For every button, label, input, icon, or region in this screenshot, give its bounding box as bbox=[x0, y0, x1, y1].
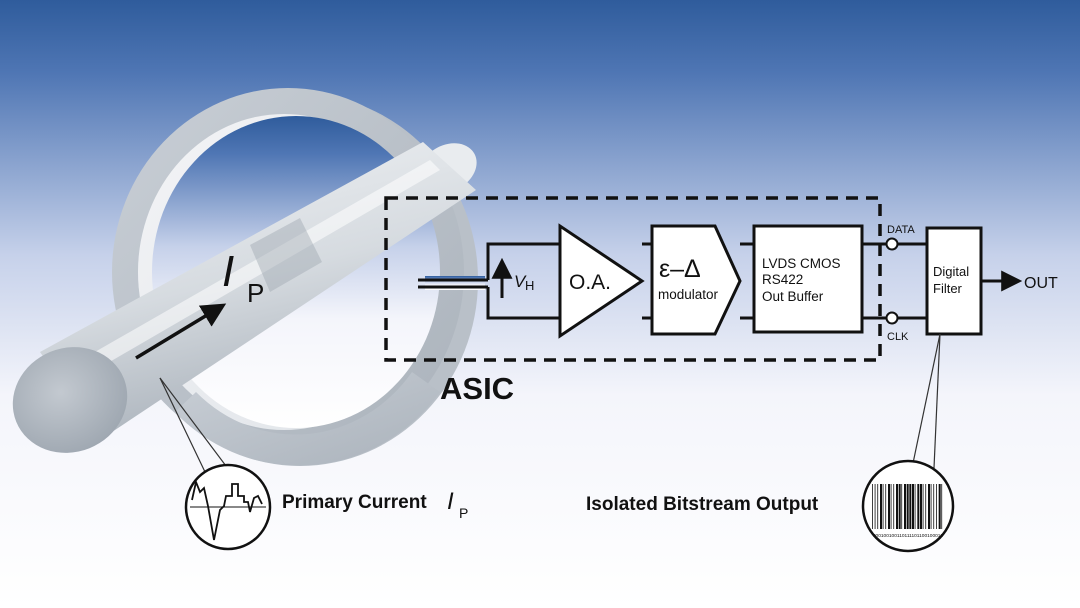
data-terminal bbox=[885, 237, 899, 251]
data-signal-label: DATA bbox=[887, 224, 915, 236]
output-label: OUT bbox=[1024, 275, 1058, 292]
op-amp-block bbox=[558, 223, 645, 339]
primary-conductor-rod: I P bbox=[12, 142, 477, 453]
bitstream-bar bbox=[901, 484, 903, 529]
op-amp-label: O.A. bbox=[569, 271, 611, 294]
bitstream-bar bbox=[936, 484, 937, 529]
bitstream-bar bbox=[890, 484, 892, 529]
buffer-line-1: LVDS CMOS bbox=[762, 256, 841, 271]
bitstream-bar bbox=[941, 484, 943, 529]
buffer-line-3: Out Buffer bbox=[762, 289, 824, 304]
ring-front-segment bbox=[175, 372, 440, 466]
digital-filter-block bbox=[925, 226, 983, 336]
primary-current-caption-subscript: P bbox=[459, 505, 468, 521]
asic-label: ASIC bbox=[440, 371, 514, 406]
bitstream-bar bbox=[906, 484, 909, 529]
bitstream-bar bbox=[898, 484, 901, 529]
bitstream-bar bbox=[888, 484, 890, 529]
bitstream-digits: 000100100110111101100100010 bbox=[873, 533, 944, 539]
output-buffer-block bbox=[752, 224, 864, 334]
bitstream-bar bbox=[885, 484, 887, 529]
bitstream-bar bbox=[930, 484, 932, 529]
current-waveform bbox=[191, 478, 263, 541]
bitstream-bar bbox=[925, 484, 927, 529]
current-symbol: I bbox=[222, 247, 234, 296]
bitstream-bar bbox=[920, 484, 922, 529]
bitstream-bar bbox=[874, 484, 876, 529]
primary-current-callout bbox=[159, 377, 272, 551]
bitstream-bar bbox=[880, 484, 882, 529]
current-direction-arrow bbox=[135, 303, 227, 360]
bitstream-bar bbox=[917, 484, 920, 529]
clk-signal-label: CLK bbox=[887, 331, 909, 343]
bitstream-bar bbox=[893, 484, 895, 529]
conductor-end-face bbox=[12, 347, 128, 453]
hall-voltage-symbol: V bbox=[514, 272, 527, 291]
bitstream-bar bbox=[904, 484, 906, 529]
clk-terminal bbox=[885, 311, 899, 325]
asic-boundary bbox=[384, 196, 882, 362]
bitstream-bar bbox=[912, 484, 914, 529]
bitstream-bar bbox=[877, 484, 879, 529]
bitstream-bar bbox=[933, 484, 935, 529]
bitstream-bar bbox=[922, 484, 924, 529]
bitstream-bar bbox=[882, 484, 884, 529]
bitstream-bar bbox=[909, 484, 912, 529]
buffer-line-2: RS422 bbox=[762, 272, 803, 287]
hall-voltage-subscript: H bbox=[525, 278, 534, 293]
bitstream-bar bbox=[872, 484, 873, 529]
bitstream-caption: Isolated Bitstream Output bbox=[586, 494, 819, 515]
bitstream-bar bbox=[928, 484, 930, 529]
hall-element bbox=[418, 278, 488, 289]
bitstream-bar bbox=[938, 484, 941, 529]
signal-wiring bbox=[486, 242, 927, 320]
modulator-label: modulator bbox=[658, 287, 719, 302]
bitstream-bar bbox=[914, 484, 916, 529]
current-subscript: P bbox=[247, 278, 264, 308]
primary-current-caption: Primary Current bbox=[282, 492, 427, 513]
modulator-block bbox=[650, 224, 742, 336]
primary-current-caption-symbol: I bbox=[447, 488, 454, 515]
filter-line-1: Digital bbox=[933, 264, 969, 279]
bitstream-bars bbox=[872, 484, 943, 529]
modulator-symbol: ε–Δ bbox=[659, 255, 701, 283]
filter-line-2: Filter bbox=[933, 281, 963, 296]
bitstream-callout: 000100100110111101100100010 bbox=[861, 333, 955, 553]
bitstream-bar bbox=[896, 484, 898, 529]
